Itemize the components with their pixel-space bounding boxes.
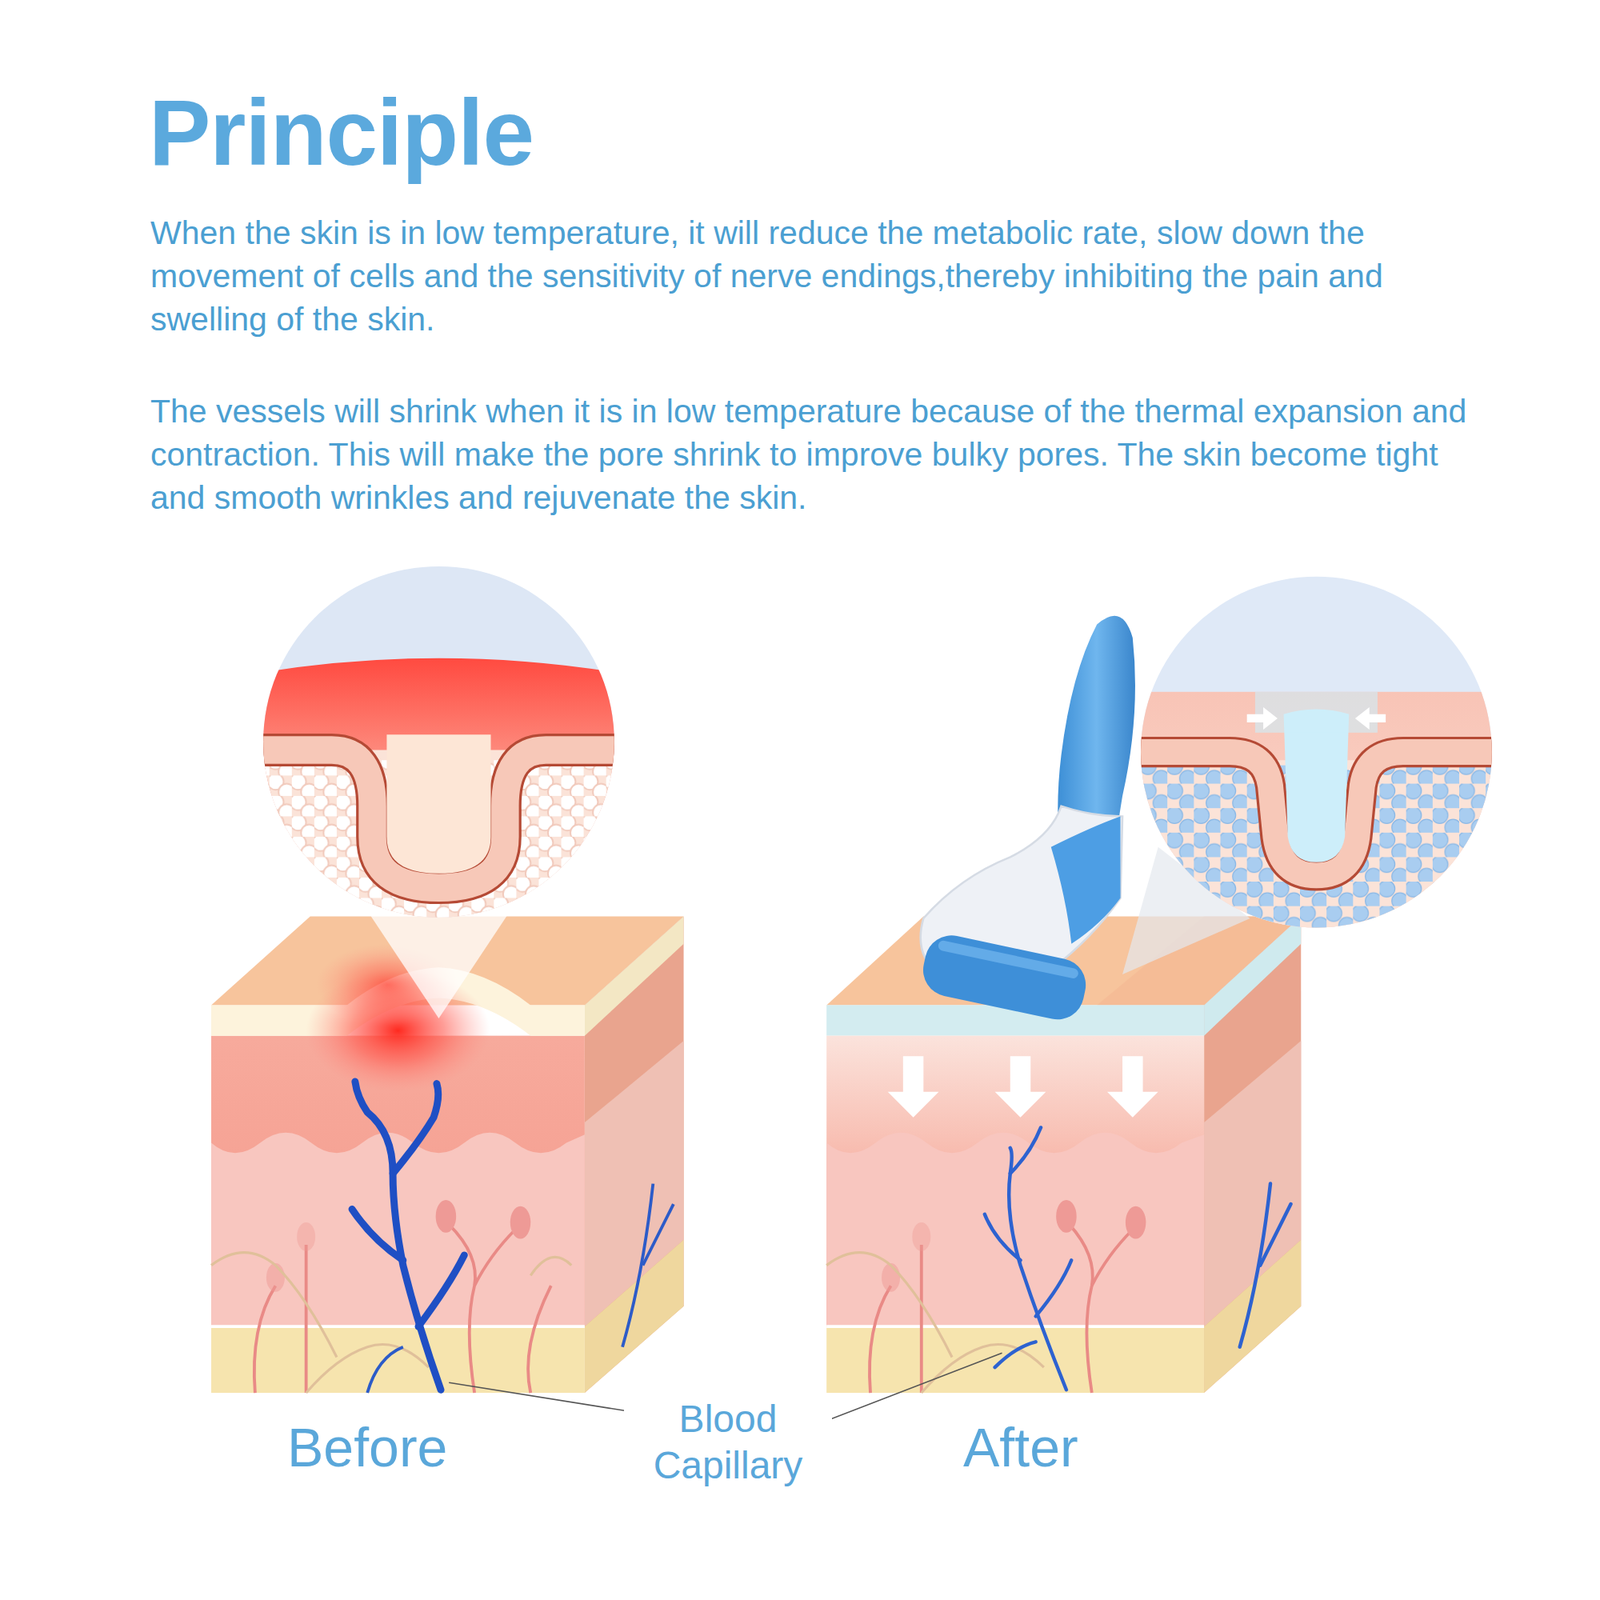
caption-before: Before	[287, 1417, 448, 1478]
principle-paragraph: When the skin is in low temperature, it …	[150, 211, 1479, 341]
title: Principle	[148, 80, 534, 187]
principle-paragraph: The vessels will shrink when it is in lo…	[150, 389, 1479, 520]
callout-label: Blood Capillary	[624, 1396, 832, 1489]
after-skin-cube	[826, 916, 1301, 1393]
after-pore-closeup	[1132, 571, 1500, 947]
caption-after: After	[963, 1417, 1079, 1478]
before-pore-closeup	[255, 561, 623, 935]
ice-roller	[918, 616, 1136, 1025]
